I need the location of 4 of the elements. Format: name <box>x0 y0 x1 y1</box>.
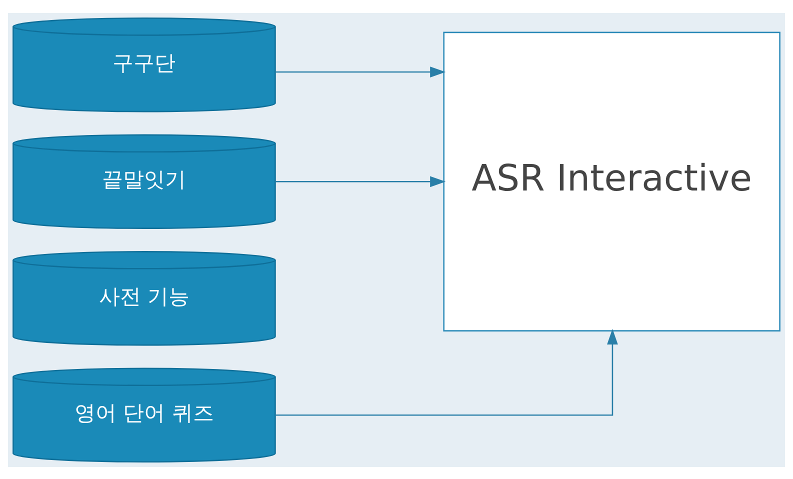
node-box: ASR Interactive <box>443 31 780 331</box>
arrow <box>276 176 446 187</box>
arrow <box>276 66 446 77</box>
arrow <box>275 328 618 416</box>
